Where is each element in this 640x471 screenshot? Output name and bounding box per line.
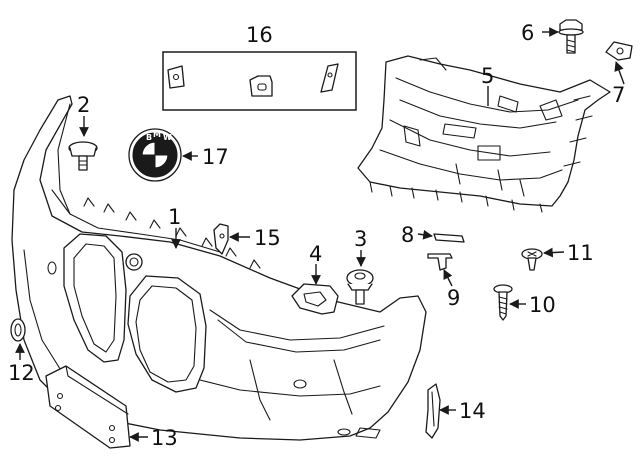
part-17-emblem: B M W — [128, 128, 182, 182]
leader-9 — [443, 269, 453, 287]
callout-5: 5 — [481, 64, 494, 88]
callout-3: 3 — [354, 227, 367, 251]
part-6-bolt — [558, 19, 584, 54]
callout-12: 12 — [8, 361, 35, 385]
callout-8: 8 — [401, 223, 414, 247]
svg-text:B: B — [146, 133, 152, 142]
callout-11: 11 — [567, 241, 594, 265]
part-8-strip — [433, 233, 465, 243]
callout-14: 14 — [459, 399, 486, 423]
part-5-support-bracket — [357, 55, 611, 213]
callout-10: 10 — [529, 293, 556, 317]
part-3-grommet — [346, 269, 374, 305]
callout-16: 16 — [246, 23, 273, 47]
callout-15: 15 — [254, 226, 281, 250]
callout-1: 1 — [168, 205, 181, 229]
callout-4: 4 — [309, 242, 322, 266]
svg-text:W: W — [163, 133, 172, 142]
callout-6: 6 — [521, 21, 534, 45]
part-13-license-bracket — [45, 365, 131, 449]
leader-11 — [543, 247, 565, 258]
part-14-reflector — [425, 383, 441, 439]
leader-lines — [15, 27, 625, 442]
part-16-bracket-center — [249, 75, 273, 97]
part-9-clip — [427, 253, 453, 271]
part-16-bracket-left — [167, 65, 185, 89]
leader-8 — [417, 229, 433, 240]
leader-7 — [614, 61, 625, 85]
svg-text:M: M — [153, 130, 161, 139]
callout-9: 9 — [447, 286, 460, 310]
part-2-plug — [68, 141, 98, 171]
callout-labels: 16 2 17 1 15 4 3 5 6 7 8 9 10 11 12 13 1… — [8, 21, 625, 450]
part-12-plug — [10, 318, 26, 342]
part-11-push-clip — [521, 248, 543, 271]
part-15-clip — [213, 223, 229, 255]
part-1-bumper-cover — [11, 95, 427, 441]
part-10-screw — [493, 284, 513, 321]
callout-13: 13 — [151, 426, 178, 450]
callout-7: 7 — [612, 83, 625, 107]
part-16-bracket-right — [320, 63, 339, 93]
callout-17: 17 — [202, 145, 229, 169]
part-16-brackets-box — [162, 51, 357, 111]
part-4-bracket — [291, 283, 339, 315]
callout-2: 2 — [77, 93, 90, 117]
part-7-clip-nut — [605, 41, 633, 61]
